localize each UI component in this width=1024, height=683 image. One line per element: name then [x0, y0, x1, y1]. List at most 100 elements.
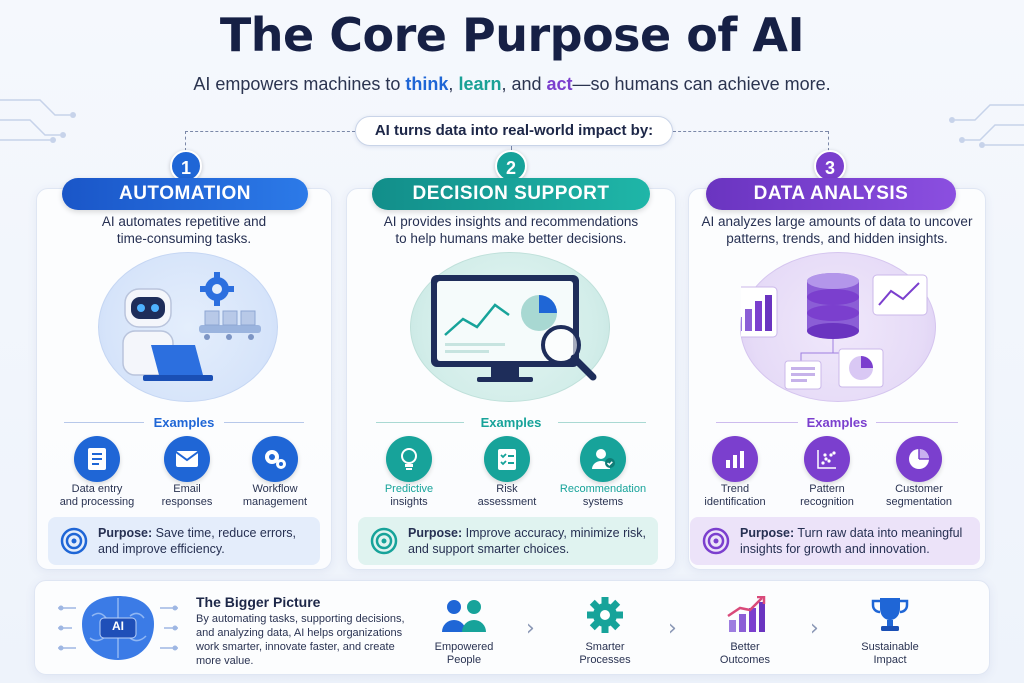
database-illustration [726, 252, 936, 402]
keyword-act: act [546, 74, 573, 94]
subtitle-sep-1: , [448, 74, 459, 94]
document-icon [88, 448, 106, 470]
examples-rule-left-2 [376, 422, 464, 423]
page-title: The Core Purpose of AI [219, 8, 805, 62]
growth-chart-icon [727, 596, 766, 632]
ex-line-1: Predictive [384, 483, 434, 495]
target-icon [60, 527, 88, 555]
description-line-1: AI analyzes large amounts of data to unc… [701, 214, 973, 229]
description-automation: AI automates repetitive and time-consumi… [46, 213, 322, 247]
purpose-text-decision: Purpose: Improve accuracy, minimize risk… [408, 525, 646, 557]
description-line-1: AI provides insights and recommendations [383, 214, 639, 229]
bigger-picture-panel [34, 580, 990, 675]
database-icon [726, 273, 928, 390]
ex-line-1: Pattern [809, 483, 845, 495]
ex-line-2: management [242, 496, 308, 508]
user-check-icon [592, 449, 615, 469]
examples-rule-right-1 [224, 422, 304, 423]
outcome-line-1: Empowered [434, 641, 494, 653]
robot-illustration [98, 252, 278, 402]
people-icon [442, 600, 486, 632]
examples-label-decision: Examples [480, 415, 542, 430]
page-subtitle: AI empowers machines to think, learn, an… [0, 74, 1024, 95]
subtitle-suffix: —so humans can achieve more. [572, 74, 831, 94]
purpose-box-automation: Purpose: Save time, reduce errors, and i… [48, 517, 320, 565]
bp-line-2: and analyzing data, AI helps organizatio… [196, 627, 403, 639]
description-line-2: patterns, trends, and hidden insights. [726, 231, 948, 246]
purpose-line-1: Save time, reduce errors, [152, 526, 296, 540]
example-icon-risk [484, 436, 530, 482]
example-icon-email [164, 436, 210, 482]
purpose-line-2: insights for growth and innovation. [740, 542, 930, 556]
examples-rule-right-3 [876, 422, 958, 423]
subtitle-prefix: AI empowers machines to [193, 74, 406, 94]
outcome-line-2: People [446, 654, 482, 666]
target-icon [702, 527, 730, 555]
bar-chart-icon [726, 451, 744, 468]
description-line-2: to help humans make better decisions. [395, 231, 627, 246]
ex-line-2: assessment [477, 496, 537, 508]
description-data-analysis: AI analyzes large amounts of data to unc… [690, 213, 984, 247]
circuit-decoration-right [949, 104, 1024, 148]
examples-label-automation: Examples [153, 415, 215, 430]
impact-banner: AI turns data into real-world impact by: [355, 116, 673, 146]
pill-data-analysis: DATA ANALYSIS [706, 178, 956, 210]
purpose-line-2: and support smarter choices. [408, 542, 570, 556]
ex-line-2: systems [582, 496, 624, 508]
connector-right-drop [828, 131, 829, 151]
outcome-line-2: Processes [579, 654, 631, 666]
checklist-icon [498, 449, 516, 470]
connector-left [185, 131, 355, 132]
bp-line-3: work smarter, innovate faster, and creat… [196, 641, 395, 653]
purpose-text-automation: Purpose: Save time, reduce errors, and i… [98, 525, 296, 557]
ex-line-1: Trend [720, 483, 750, 495]
monitor-icon [431, 275, 597, 382]
ex-line-1: Risk [496, 483, 518, 495]
scatter-plot-icon [817, 450, 836, 469]
subtitle-sep-2: , and [501, 74, 547, 94]
examples-rule-left-1 [64, 422, 144, 423]
ex-line-2: segmentation [885, 496, 953, 508]
ex-line-2: responses [161, 496, 213, 508]
examples-rule-left-3 [716, 422, 798, 423]
pill-automation: AUTOMATION [62, 178, 308, 210]
examples-rule-right-2 [558, 422, 646, 423]
ex-line-1: Data entry [71, 483, 123, 495]
outcome-line-2: Outcomes [719, 654, 771, 666]
gear-icon [587, 597, 623, 633]
outcome-line-1: Sustainable [861, 641, 919, 653]
purpose-label: Purpose: [98, 526, 153, 540]
circuit-decoration-left [0, 99, 76, 143]
description-line-2: time-consuming tasks. [116, 231, 252, 246]
trophy-icon [871, 598, 909, 631]
example-icon-predictive [386, 436, 432, 482]
example-icon-pattern [804, 436, 850, 482]
gears-icon [265, 450, 286, 469]
email-icon [175, 451, 199, 467]
bp-line-1: By automating tasks, supporting decision… [196, 613, 405, 625]
lightbulb-icon [401, 448, 417, 470]
chevron-right-icon: › [526, 616, 535, 641]
purpose-box-analysis: Purpose: Turn raw data into meaningful i… [690, 517, 980, 565]
brain-icon [58, 596, 178, 660]
purpose-line-1: Improve accuracy, minimize risk, [462, 526, 647, 540]
pie-chart-icon [909, 449, 929, 469]
connector-right [673, 131, 828, 132]
purpose-label: Purpose: [740, 526, 795, 540]
ex-line-1: Email [173, 483, 201, 495]
ex-line-1: Workflow [252, 483, 298, 495]
ex-line-2: insights [390, 496, 428, 508]
dashboard-illustration [410, 252, 610, 402]
description-line-1: AI automates repetitive and [101, 214, 267, 229]
number-badge-2: 2 [495, 150, 527, 182]
purpose-line-1: Turn raw data into meaningful [794, 526, 963, 540]
